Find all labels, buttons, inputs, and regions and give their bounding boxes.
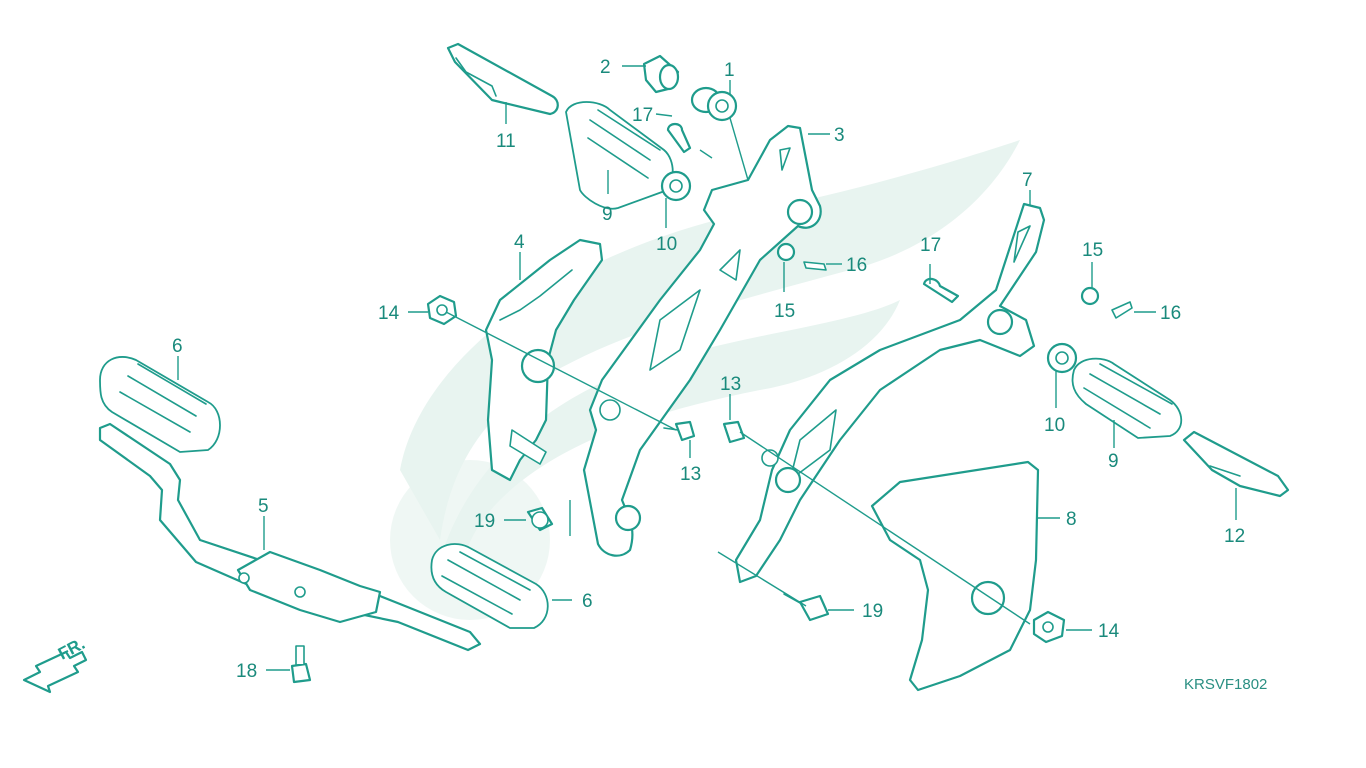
callout-16: 16 — [846, 255, 867, 276]
part-16-clip-right — [1111, 301, 1133, 319]
part-17-pin-right — [922, 277, 960, 304]
callout-2: 2 — [600, 57, 611, 78]
callout-15: 15 — [1082, 240, 1103, 261]
callout-17: 17 — [920, 235, 941, 256]
part-16-clip-left — [803, 261, 827, 271]
callout-19: 19 — [474, 511, 495, 532]
part-3-step-holder — [582, 124, 822, 557]
part-19-bolt-right — [783, 593, 830, 622]
callout-10: 10 — [1044, 415, 1065, 436]
callout-18: 18 — [236, 661, 257, 682]
callout-4: 4 — [514, 232, 525, 253]
part-9-footpeg-rubber-right — [1071, 357, 1183, 439]
assembly-lines — [445, 149, 1031, 625]
callout-10: 10 — [656, 234, 677, 255]
part-15-washer-left — [776, 242, 796, 262]
callout-15: 15 — [774, 301, 795, 322]
callout-leaders — [177, 65, 1237, 671]
callout-9: 9 — [1108, 451, 1119, 472]
part-6-rubber-upper — [99, 356, 221, 453]
callout-14: 14 — [1098, 621, 1120, 642]
callout-19: 19 — [862, 601, 883, 622]
callout-7: 7 — [1022, 170, 1033, 191]
front-direction-arrow-icon: FR. — [22, 634, 88, 694]
part-4-heel-guard — [484, 238, 604, 482]
callout-labels: 2 1 3 17 11 9 10 4 14 15 16 6 5 13 13 19… — [172, 57, 1245, 682]
part-13-bolt-a — [663, 420, 696, 442]
part-5-step-bar — [98, 422, 482, 652]
callout-3: 3 — [834, 125, 845, 146]
part-19-bolt-left — [526, 506, 554, 532]
part-10-washer-left — [660, 170, 692, 202]
callout-1: 1 — [724, 60, 735, 81]
part-6-rubber-lower — [430, 543, 549, 629]
callout-14: 14 — [378, 303, 400, 324]
callout-6: 6 — [172, 336, 183, 357]
part-1-bushing — [690, 86, 738, 122]
part-17-pin — [666, 122, 692, 154]
callout-13: 13 — [680, 464, 701, 485]
part-18-bolt — [290, 645, 312, 684]
callout-13: 13 — [720, 374, 741, 395]
part-2-collar — [642, 54, 680, 94]
part-12-bracket — [1182, 430, 1290, 498]
part-11-bracket — [446, 42, 559, 116]
callout-5: 5 — [258, 496, 269, 517]
part-9-footpeg-rubber-left — [565, 101, 674, 210]
callout-9: 9 — [602, 204, 613, 225]
callout-8: 8 — [1066, 509, 1077, 530]
part-13-bolt-b — [722, 420, 746, 444]
callout-6: 6 — [582, 591, 593, 612]
part-14-nut-right — [1032, 610, 1066, 644]
part-15-washer-right — [1080, 286, 1100, 306]
diagram-code: KRSVF1802 — [1184, 676, 1267, 693]
callout-12: 12 — [1224, 526, 1245, 547]
callout-11: 11 — [496, 131, 516, 152]
part-14-nut-left — [426, 294, 458, 326]
part-8-heel-guard-right — [870, 460, 1040, 692]
callout-17: 17 — [632, 105, 653, 126]
callout-16: 16 — [1160, 303, 1181, 324]
part-10-washer-right — [1046, 342, 1078, 374]
